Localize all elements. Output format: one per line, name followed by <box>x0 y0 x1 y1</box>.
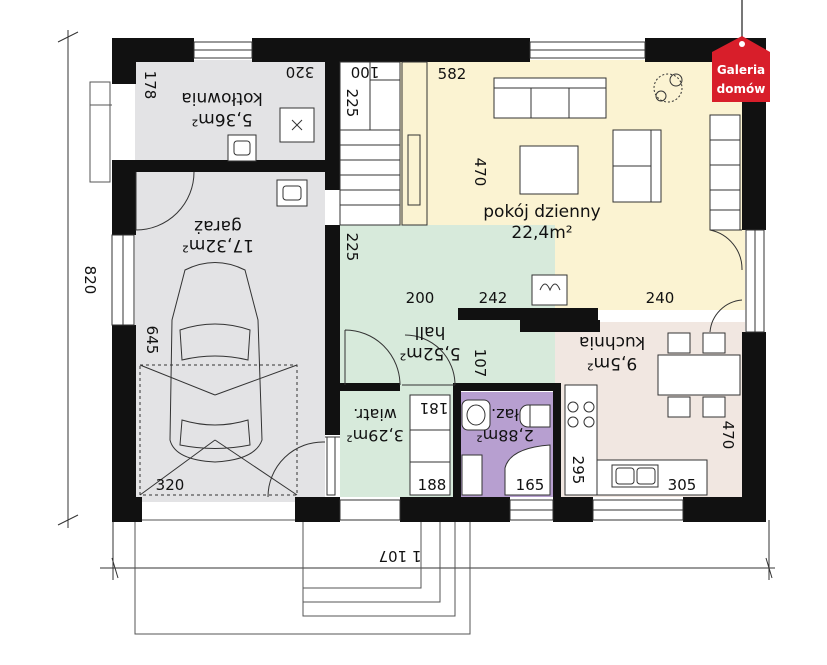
dim-470-living: 470 <box>471 158 489 187</box>
doors <box>135 171 743 498</box>
room-area-kotlownia: 5,36m² <box>191 109 252 129</box>
logo-line2: domów <box>717 82 766 96</box>
dim-320-bottom: 320 <box>156 476 185 494</box>
room-name-wiatr: wiatr. <box>353 405 397 424</box>
room-name-kuchnia: kuchnia <box>579 332 645 352</box>
dim-165: 165 <box>516 476 545 494</box>
dim-total-width: 1 107 <box>379 547 422 565</box>
boiler-fixtures <box>227 107 315 207</box>
dim-107: 107 <box>471 349 489 378</box>
dim-181: 181 <box>420 399 449 417</box>
room-area-wiatr: 3,29m² <box>346 426 404 445</box>
windows <box>111 41 765 521</box>
room-name-garaz: garaż <box>194 216 242 236</box>
dim-240: 240 <box>646 289 675 307</box>
bathroom-fixtures <box>461 399 551 496</box>
dim-100: 100 <box>351 63 380 81</box>
dim-295: 295 <box>569 456 587 485</box>
dim-242: 242 <box>479 289 508 307</box>
dim-582: 582 <box>438 65 467 83</box>
kitchen-fixtures <box>564 332 741 496</box>
dim-470-kitchen: 470 <box>719 421 737 450</box>
dim-total-height: 820 <box>81 266 99 295</box>
dim-320-top: 320 <box>286 63 315 81</box>
logo-line1: Galeria <box>717 63 765 77</box>
dim-225-hall: 225 <box>343 233 361 262</box>
garage-car <box>139 262 298 496</box>
dimension-lines <box>57 30 775 580</box>
wardrobe <box>409 394 451 496</box>
garaz-fill <box>135 172 325 502</box>
walls <box>112 38 766 522</box>
galeria-domow-logo: Galeria domów <box>712 0 770 102</box>
dim-200: 200 <box>406 289 435 307</box>
living-furniture <box>493 73 741 306</box>
room-area-hall: 5,52m² <box>399 343 460 363</box>
room-name-kotlownia: kotłownia <box>181 88 262 108</box>
room-area-garaz: 17,32m² <box>182 235 254 255</box>
dimension-labels: 820 1 107 320 178 100 225 582 470 225 20… <box>81 63 737 565</box>
room-name-hall: hall <box>415 322 446 342</box>
dim-188: 188 <box>418 476 447 494</box>
room-name-pokoj: pokój dzienny <box>483 202 600 222</box>
dim-645: 645 <box>143 326 161 355</box>
room-area-pokoj: 22,4m² <box>511 223 572 243</box>
stairs <box>339 61 428 226</box>
dim-225-stairs: 225 <box>343 89 361 118</box>
dim-305: 305 <box>668 476 697 494</box>
room-area-laz: 2,88m² <box>476 426 534 445</box>
dim-178: 178 <box>141 71 159 100</box>
room-area-kuchnia: 9,5m² <box>587 353 637 373</box>
room-labels: kotłownia 5,36m² garaż 17,32m² pokój dzi… <box>181 88 645 445</box>
room-name-laz: łaz. <box>491 405 519 424</box>
